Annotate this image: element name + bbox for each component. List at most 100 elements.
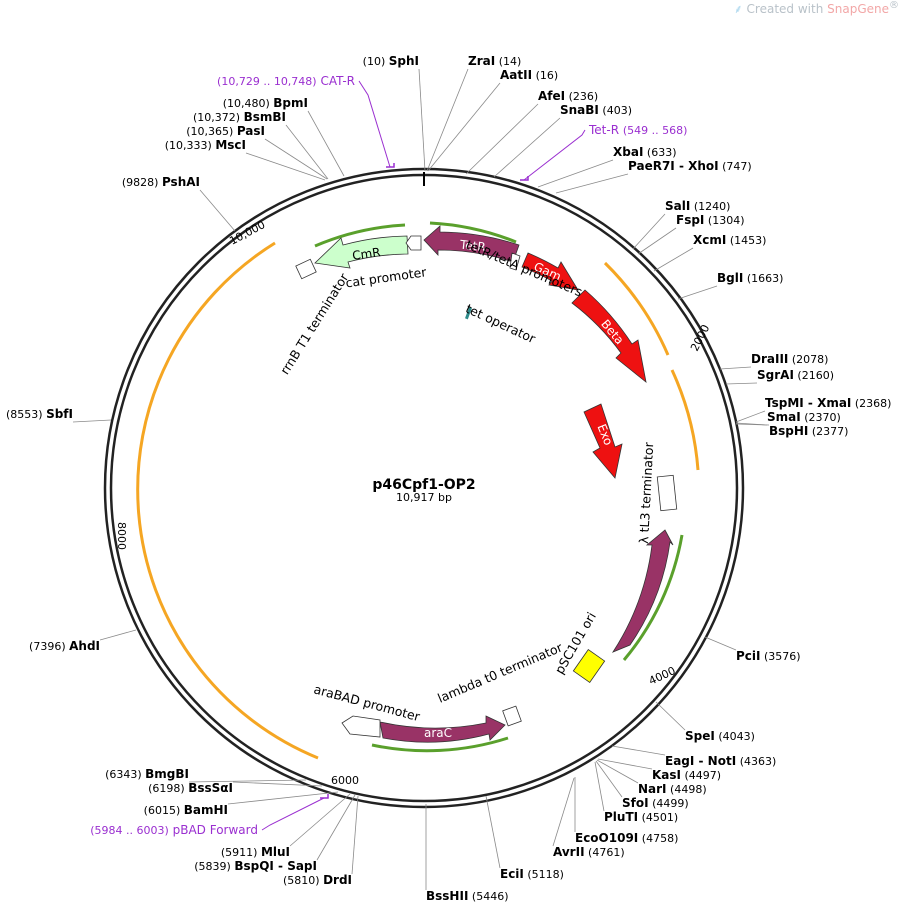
site-position: (4497) (685, 769, 722, 782)
site-position: (747) (722, 160, 752, 173)
feature-arabad-promoter[interactable] (341, 715, 381, 738)
site-leader-line (653, 247, 694, 272)
site-leader-line (493, 117, 561, 178)
site-position: (10,480) (223, 97, 270, 110)
site-label[interactable]: (6015) BamHI (144, 803, 228, 817)
site-label[interactable]: (6198) BssSαI (148, 781, 233, 795)
primer-group: (10,729 .. 10,748) CAT-R Tet-R (549 .. 56… (90, 74, 687, 837)
feature-beta[interactable] (571, 289, 647, 383)
site-label[interactable]: (5911) MluI (221, 845, 290, 859)
site-label[interactable]: NarI (4498) (638, 782, 707, 796)
site-label[interactable]: (10,333) MscI (165, 138, 246, 152)
site-label[interactable]: AfeI (236) (538, 89, 598, 103)
site-position: (8553) (6, 408, 43, 421)
site-leader-line (552, 777, 575, 847)
site-label[interactable]: (6343) BmgBI (105, 767, 189, 781)
feature-gam[interactable] (521, 252, 579, 291)
site-name: EciI (500, 867, 524, 881)
site-position: (2377) (812, 425, 849, 438)
feature-psc101-ori[interactable] (572, 649, 606, 683)
site-label[interactable]: SfoI (4499) (622, 796, 689, 810)
site-label[interactable]: KasI (4497) (652, 768, 721, 782)
primer-range: (5984 .. 6003) (90, 824, 169, 837)
site-position: (10,372) (193, 111, 240, 124)
primer-label[interactable]: Tet-R (549 .. 568) (588, 123, 687, 137)
site-label[interactable]: SmaI (2370) (767, 410, 841, 424)
site-position: (1453) (730, 234, 767, 247)
site-leader-line (188, 779, 307, 783)
site-label[interactable]: SgrAI (2160) (757, 368, 834, 382)
site-label[interactable]: XcmI (1453) (693, 233, 766, 247)
site-label[interactable]: BssHII (5446) (426, 889, 508, 903)
site-label[interactable]: EagI - NotI (4363) (665, 754, 776, 768)
site-label[interactable]: (10) SphI (363, 54, 419, 68)
site-label[interactable]: EciI (5118) (500, 867, 564, 881)
site-name: BsmBI (244, 110, 286, 124)
site-position: (4758) (642, 832, 679, 845)
site-label[interactable]: (10,372) BsmBI (193, 110, 286, 124)
feature-rep101[interactable] (611, 529, 674, 653)
site-name: MluI (261, 845, 290, 859)
feature-arac[interactable] (379, 715, 506, 743)
feature-exo[interactable] (583, 403, 623, 479)
feature-tl3-terminator[interactable] (656, 474, 678, 512)
site-label[interactable]: DraIII (2078) (751, 352, 828, 366)
site-label[interactable]: PaeR7I - XhoI (747) (628, 159, 752, 173)
green-arc-arac (371, 736, 509, 753)
site-label[interactable]: (10,365) PasI (186, 124, 265, 138)
site-label[interactable]: AatII (16) (500, 68, 558, 82)
site-leader-line (655, 701, 686, 731)
feature-lambda-t0[interactable] (502, 705, 522, 727)
site-position: (4761) (588, 846, 625, 859)
site-label[interactable]: (10,480) BpmI (223, 96, 308, 110)
site-name: DraIII (751, 352, 788, 366)
site-position: (4363) (740, 755, 777, 768)
site-label[interactable]: BglI (1663) (717, 271, 783, 285)
primer-label[interactable]: (10,729 .. 10,748) CAT-R (217, 74, 355, 88)
site-leader-line (465, 103, 539, 175)
site-label[interactable]: ZraI (14) (468, 54, 521, 68)
site-name: SpeI (685, 729, 715, 743)
feature-rrnb-terminator[interactable] (295, 258, 317, 280)
site-name: BspQI - SapI (234, 859, 317, 873)
label-tet-operator: tet operator (463, 301, 538, 347)
site-label[interactable]: FspI (1304) (676, 213, 744, 227)
site-position: (9828) (122, 176, 159, 189)
site-label[interactable]: SnaBI (403) (560, 103, 632, 117)
site-label[interactable]: PluTI (4501) (604, 810, 678, 824)
primer-range: (549 .. 568) (623, 124, 688, 137)
site-position: (2370) (804, 411, 841, 424)
site-name: EcoO109I (575, 831, 638, 845)
site-name: PaeR7I - XhoI (628, 159, 719, 173)
feature-tet-operator[interactable] (465, 307, 472, 320)
site-label[interactable]: (5839) BspQI - SapI (194, 859, 317, 873)
feature-cmr[interactable] (314, 235, 409, 269)
site-leader-line (232, 781, 323, 787)
feature-tetr-promoter[interactable] (509, 252, 521, 271)
site-name: SmaI (767, 410, 801, 424)
primer-label[interactable]: (5984 .. 6003) pBAD Forward (90, 823, 258, 837)
site-label[interactable]: (9828) PshAI (122, 175, 200, 189)
green-arc-tet (429, 221, 517, 244)
primer-arrow (386, 163, 395, 168)
site-label[interactable]: TspMI - XmaI (2368) (765, 396, 891, 410)
site-label[interactable]: AvrII (4761) (553, 845, 625, 859)
site-leader-line (316, 794, 356, 861)
site-label[interactable]: (8553) SbfI (6, 407, 73, 421)
site-leader-line (637, 227, 677, 255)
site-position: (16) (536, 69, 559, 82)
site-label[interactable]: PciI (3576) (736, 649, 801, 663)
site-label[interactable]: EcoO109I (4758) (575, 831, 678, 845)
feature-cat-promoter[interactable] (405, 235, 422, 251)
site-label[interactable]: BspHI (2377) (769, 424, 848, 438)
site-label[interactable]: (7396) AhdI (29, 639, 100, 653)
site-leader-line (427, 82, 501, 172)
orange-arc-left (136, 241, 319, 760)
site-label[interactable]: (5810) DrdI (283, 873, 352, 887)
site-label[interactable]: SpeI (4043) (685, 729, 755, 743)
feature-tetr[interactable] (423, 225, 520, 263)
green-arcs (314, 221, 684, 753)
plasmid-length: 10,917 bp (396, 491, 452, 504)
site-label[interactable]: SalI (1240) (665, 199, 730, 213)
site-label[interactable]: XbaI (633) (613, 145, 677, 159)
